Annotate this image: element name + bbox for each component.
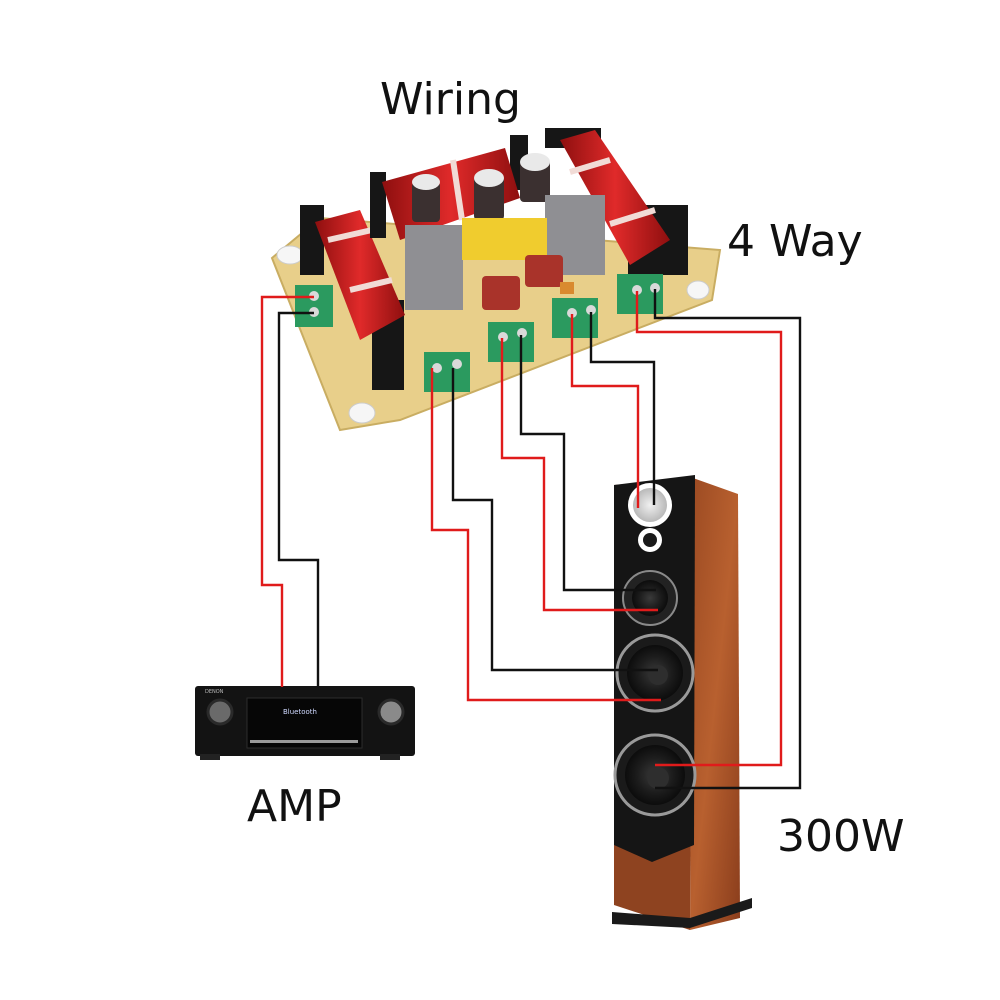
amp-display (246, 697, 363, 749)
wire-input-positive (260, 295, 314, 687)
wire-input-negative (277, 311, 320, 687)
standoff (348, 402, 376, 424)
amp-volume-knob-left (206, 698, 234, 726)
ceramic-capacitor (560, 282, 574, 294)
amp-display-text: Bluetooth (283, 708, 317, 716)
crossover-board (270, 128, 722, 432)
terminal-input (295, 285, 333, 327)
amp-label: AMP (247, 781, 342, 832)
standoff (276, 245, 304, 265)
wire-bass-negative (451, 368, 658, 672)
wire-super-tweeter-negative (653, 289, 802, 790)
standoff (686, 280, 710, 300)
mid-woofer-driver (615, 633, 695, 713)
speaker-cabinet-side (690, 478, 740, 930)
film-capacitor (405, 225, 463, 310)
tweeter-driver (638, 528, 662, 552)
electrolytic-capacitor (412, 174, 440, 222)
electrolytic-capacitor (520, 153, 550, 202)
film-capacitor-yellow (462, 218, 547, 260)
amplifier: Bluetooth DENON (195, 686, 415, 760)
wire-super-tweeter-positive (635, 291, 783, 767)
film-capacitor-red (525, 255, 563, 287)
wire-mid-positive (500, 338, 658, 612)
midrange-driver (622, 570, 678, 626)
wire-bass-positive (430, 368, 661, 702)
electrolytic-capacitor (474, 169, 504, 220)
wire-mid-negative (519, 335, 656, 592)
inductor-coil (300, 205, 405, 390)
wire-treble-negative (589, 312, 656, 505)
amp-brand: DENON (205, 689, 224, 695)
wire-treble-positive (570, 314, 640, 508)
tower-speaker (612, 475, 752, 930)
crossover-type-label: 4 Way (727, 216, 863, 267)
woofer-driver (613, 733, 697, 817)
inductor-coil (545, 128, 688, 275)
power-label: 300W (777, 811, 905, 862)
amp-trim (250, 740, 358, 743)
terminal-mid (488, 322, 534, 362)
speaker-plinth (612, 898, 752, 928)
wires (260, 289, 802, 790)
diagram-title: Wiring (380, 74, 521, 125)
amp-foot (200, 754, 220, 760)
film-capacitor-red (482, 276, 520, 310)
super-tweeter-driver (628, 483, 672, 527)
amp-volume-knob-right (377, 698, 405, 726)
amp-foot (380, 754, 400, 760)
